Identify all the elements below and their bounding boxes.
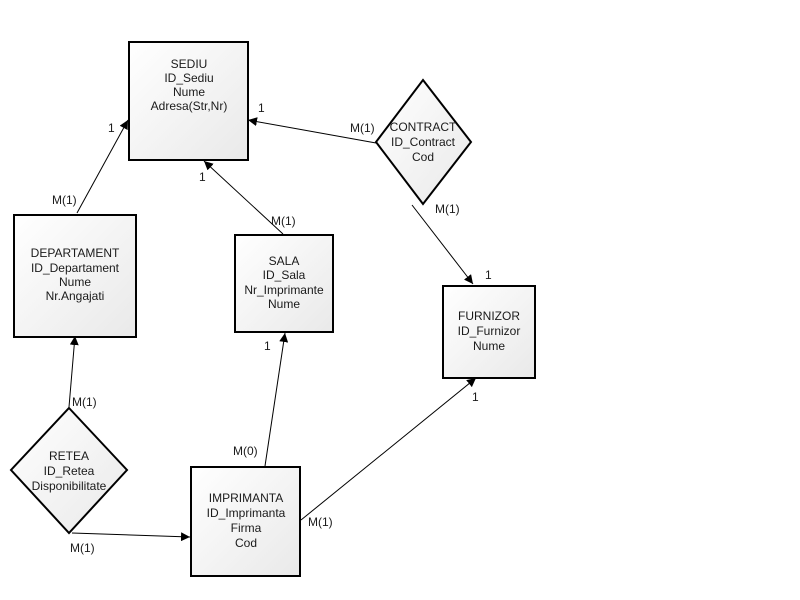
cardinality-label: M(1)	[52, 193, 77, 207]
cardinality-label: 1	[108, 121, 115, 135]
cardinality-label: 1	[258, 101, 265, 115]
cardinality-label: M(1)	[271, 214, 296, 228]
entity-furnizor-attr: Nume	[473, 339, 505, 353]
cardinality-label: M(1)	[72, 395, 97, 409]
entity-imprimanta-title: IMPRIMANTA	[209, 491, 283, 505]
relationship-contract[interactable]: CONTRACT ID_Contract Cod	[374, 78, 473, 206]
cardinality-label: 1	[472, 390, 479, 404]
entity-departament-attr: ID_Departament	[31, 261, 120, 275]
cardinality-label: M(1)	[350, 121, 375, 135]
entity-departament-title: DEPARTAMENT	[31, 246, 120, 260]
connector-retea-departament	[68, 335, 79, 408]
entity-furnizor[interactable]: FURNIZOR ID_Furnizor Nume	[442, 285, 536, 379]
entity-furnizor-attr: ID_Furnizor	[458, 324, 521, 338]
entity-departament-attr: Nr.Angajati	[46, 289, 105, 303]
relationship-retea[interactable]: RETEA ID_Retea Disponibilitate	[9, 406, 129, 535]
cardinality-label: 1	[199, 170, 206, 184]
relationship-contract-attr: ID_Contract	[391, 135, 456, 149]
connector-imprimanta-furnizor	[300, 377, 477, 521]
entity-sediu[interactable]: SEDIU ID_Sediu Nume Adresa(Str,Nr)	[128, 41, 249, 161]
entity-sediu-attr: Adresa(Str,Nr)	[151, 99, 228, 113]
connector-contract-furnizor	[411, 204, 474, 285]
relationship-retea-title: RETEA	[49, 449, 89, 463]
entity-imprimanta-attr: Firma	[231, 521, 262, 535]
entity-departament[interactable]: DEPARTAMENT ID_Departament Nume Nr.Angaj…	[13, 214, 137, 338]
entity-furnizor-title: FURNIZOR	[458, 309, 520, 323]
entity-imprimanta-attr: ID_Imprimanta	[207, 506, 286, 520]
entity-sala-attr: Nume	[268, 297, 300, 311]
connector-imprimanta-sala	[264, 332, 289, 467]
entity-sala-attr: ID_Sala	[263, 268, 306, 282]
relationship-retea-attr: ID_Retea	[44, 464, 95, 478]
cardinality-label: 1	[485, 268, 492, 282]
cardinality-label: 1	[264, 339, 271, 353]
entity-sala-attr: Nr_Imprimante	[244, 283, 324, 297]
cardinality-label: M(1)	[435, 202, 460, 216]
entity-sala-title: SALA	[269, 254, 300, 268]
entity-sediu-attr: Nume	[173, 85, 205, 99]
entity-imprimanta-attr: Cod	[235, 536, 257, 550]
relationship-contract-attr: Cod	[412, 150, 434, 164]
connector-departament-sediu	[76, 119, 129, 214]
cardinality-label: M(1)	[308, 515, 333, 529]
cardinality-label: M(1)	[70, 541, 95, 555]
connector-retea-imprimanta	[71, 532, 191, 542]
entity-sediu-attr: ID_Sediu	[164, 71, 213, 85]
connector-contract-sediu	[247, 117, 377, 144]
connector-sala-sediu	[203, 160, 284, 235]
entity-sala[interactable]: SALA ID_Sala Nr_Imprimante Nume	[234, 234, 334, 333]
relationship-contract-title: CONTRACT	[390, 120, 457, 134]
cardinality-label: M(0)	[233, 444, 258, 458]
relationship-retea-attr: Disponibilitate	[32, 479, 107, 493]
entity-sediu-title: SEDIU	[171, 57, 208, 71]
entity-imprimanta[interactable]: IMPRIMANTA ID_Imprimanta Firma Cod	[190, 466, 301, 577]
entity-departament-attr: Nume	[59, 275, 91, 289]
